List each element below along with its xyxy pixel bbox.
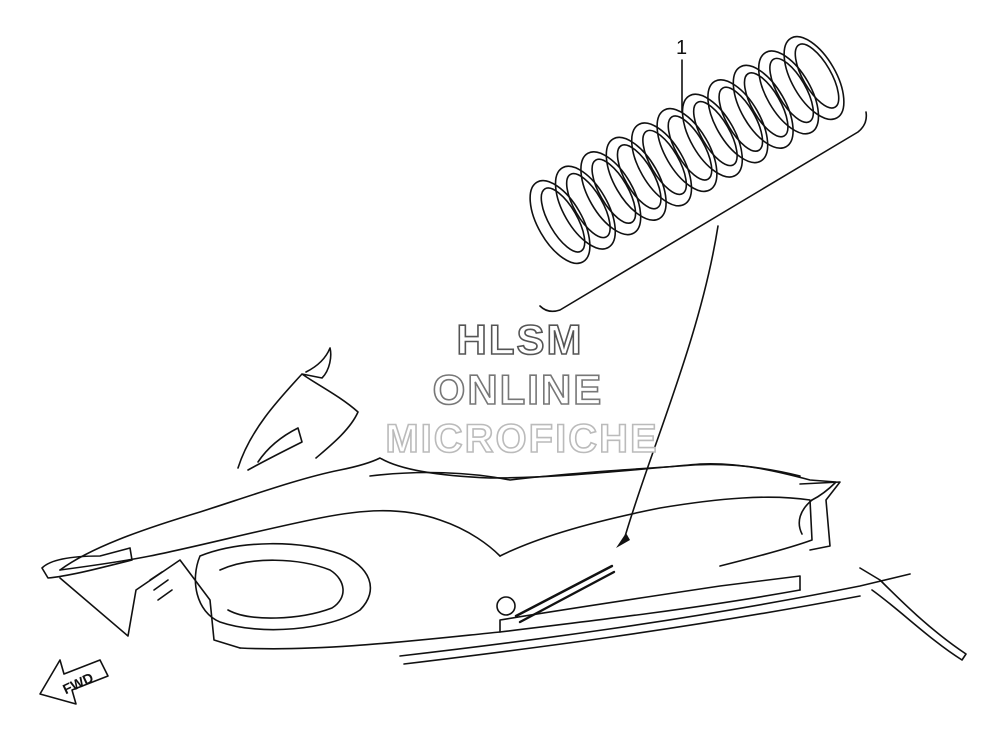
hood: [59, 457, 837, 571]
watermark-line-3: MICROFICHE: [385, 417, 658, 461]
spring-coil-outer: [732, 64, 794, 149]
spring-coil-inner: [718, 86, 764, 152]
belly-pan: [239, 589, 801, 650]
spring-coil-outer: [707, 79, 769, 164]
spring-coil-inner: [769, 57, 815, 124]
spring-coil-outer: [529, 179, 591, 265]
spring-coil-inner: [616, 144, 662, 210]
spring-coil-outer: [656, 107, 718, 193]
seat: [369, 463, 801, 481]
location-arrow-head: [616, 533, 630, 548]
spring-coil-inner: [591, 158, 637, 224]
spring-coil-outer: [681, 93, 744, 178]
front-bumper: [41, 547, 133, 579]
spring-coil-outer: [630, 122, 693, 207]
fwd-arrow-icon: FWD: [39, 659, 109, 705]
spring-coil-outer: [757, 50, 820, 135]
callout-number: 1: [676, 37, 687, 59]
spring-coil-outer: [554, 165, 617, 250]
spring-coil-outer: [783, 35, 845, 121]
spring-coil-inner: [692, 100, 738, 167]
spring-coil-inner: [565, 172, 611, 239]
watermark: HLSM ONLINE MICROFICHE: [385, 315, 658, 462]
side-panel-inner: [219, 559, 344, 619]
spring-coil-inner: [642, 129, 688, 196]
front-lower-body: [59, 559, 241, 649]
shock-absorber-body: [518, 570, 616, 624]
spring-coil-inner: [743, 72, 789, 138]
rear-rail: [399, 573, 911, 665]
shock-mount: [496, 596, 516, 616]
spring-coil-outer: [580, 151, 642, 236]
windshield: [237, 347, 359, 471]
snowmobile-outline: [41, 347, 967, 665]
fwd-arrow-shape: [39, 659, 109, 705]
side-panel: [194, 542, 372, 631]
running-board: [499, 575, 801, 633]
spring-coil-inner: [794, 43, 840, 109]
coil-spring-icon[interactable]: [518, 27, 856, 273]
spring-bracket: [539, 111, 868, 313]
grill-detail: [149, 571, 173, 601]
snowflap: [859, 567, 967, 661]
location-leader-line: [623, 225, 719, 541]
spring-coil-inner: [667, 115, 713, 181]
spring-coil-outer: [605, 136, 667, 221]
shock-absorber-location: [514, 564, 614, 618]
spring-coil-inner: [540, 187, 586, 253]
tail: [798, 481, 841, 551]
watermark-line-2: ONLINE: [433, 366, 604, 413]
seat-side: [499, 496, 813, 567]
watermark-line-1: HLSM: [457, 316, 584, 363]
